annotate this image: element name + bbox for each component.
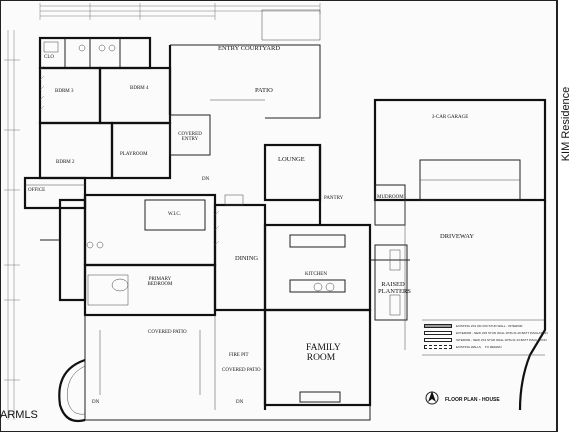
legend-text-interior-new: INTERIOR - NEW 2X4 STUD WALL WITH R-13 B… [456, 338, 547, 342]
legend-row-existing: EXISTING 2X4 OR 2X6 STUD WALL - INTERIOR [424, 324, 522, 328]
general-notes-col-1 [323, 3, 385, 103]
general-notes-col-2 [390, 3, 452, 103]
legend-text-existing: EXISTING 2X4 OR 2X6 STUD WALL - INTERIOR [456, 324, 523, 328]
north-arrow-icon [425, 391, 439, 405]
general-notes-col-3 [456, 3, 518, 98]
garage-walls [373, 98, 547, 226]
room-label-covered-patio-right: COVERED PATIO [222, 368, 261, 373]
room-label-mudroom: MUDROOM [377, 195, 404, 200]
room-label-covered-entry: COVERED ENTRY [178, 132, 202, 142]
project-title: KIM Residence [560, 86, 572, 162]
legend-swatch-exterior-new [424, 331, 452, 335]
legend-swatch-interior-new [424, 338, 452, 342]
room-label-wic: W.I.C. [168, 212, 182, 217]
raised-planters [374, 244, 408, 321]
title-block [557, 0, 576, 432]
plan-title: FLOOR PLAN - HOUSE [445, 397, 500, 403]
legend-row-interior-new: INTERIOR - NEW 2X4 STUD WALL WITH R-13 B… [424, 338, 547, 342]
room-label-kitchen: KITCHEN [305, 272, 327, 277]
legend-frame [422, 319, 545, 356]
legend-row-existing-walls: EXISTING WALLS TO REMAIN [424, 345, 502, 349]
left-dimension-lines [4, 30, 20, 420]
legend-text-existing-walls: EXISTING WALLS [456, 345, 481, 349]
room-label-playroom: PLAYROOM [120, 152, 148, 157]
watermark: ARMLS [0, 409, 38, 421]
room-label-lounge: LOUNGE [278, 156, 305, 163]
room-label-driveway: DRIVEWAY [440, 233, 475, 240]
room-label-bdrm3: BDRM 3 [55, 89, 74, 94]
room-label-garage: 3-CAR GARAGE [431, 115, 469, 120]
room-label-entry-courtyard: ENTRY COURTYARD [218, 45, 281, 52]
stair-label-dn-bottom-left: DN [92, 400, 100, 405]
room-label-office: OFFICE [28, 188, 46, 193]
bedroom-wing-walls [23, 36, 211, 210]
stair-label-dn-top: DN [202, 177, 210, 182]
room-label-bdrm2: BDRM 2 [56, 160, 75, 165]
driveway-edge [404, 200, 547, 411]
room-label-pantry: PANTRY [324, 196, 344, 201]
room-label-clo: CLO [44, 55, 54, 60]
room-label-primary-bedroom: PRIMARY BEDROOM [147, 277, 173, 287]
room-label-raised-planters: RAISED PLANTERS [378, 281, 411, 295]
stair-label-dn-bottom-right: DN [236, 400, 244, 405]
courtyard-patio [168, 9, 321, 119]
wall-hatching [39, 65, 220, 246]
legend-text-exterior-new: EXTERIOR - NEW 2X6 STUD WALL WITH R-19 B… [456, 331, 548, 335]
legend-text-to-remain: TO REMAIN [484, 345, 502, 349]
legend-swatch-existing [424, 324, 452, 328]
primary-suite-walls [40, 198, 129, 306]
label-fire-pit: FIRE PIT [229, 353, 249, 358]
top-dimension-lines [39, 3, 321, 20]
room-label-patio: PATIO [255, 87, 273, 94]
room-label-dining: DINING [235, 255, 259, 262]
room-label-bdrm4: BDRM 4 [130, 86, 149, 91]
room-label-covered-patio-left: COVERED PATIO [148, 330, 187, 335]
legend-row-exterior-new: EXTERIOR - NEW 2X6 STUD WALL WITH R-19 B… [424, 331, 548, 335]
legend-swatch-existing-walls [424, 345, 452, 349]
room-label-family-room: FAMILY ROOM [306, 343, 341, 363]
